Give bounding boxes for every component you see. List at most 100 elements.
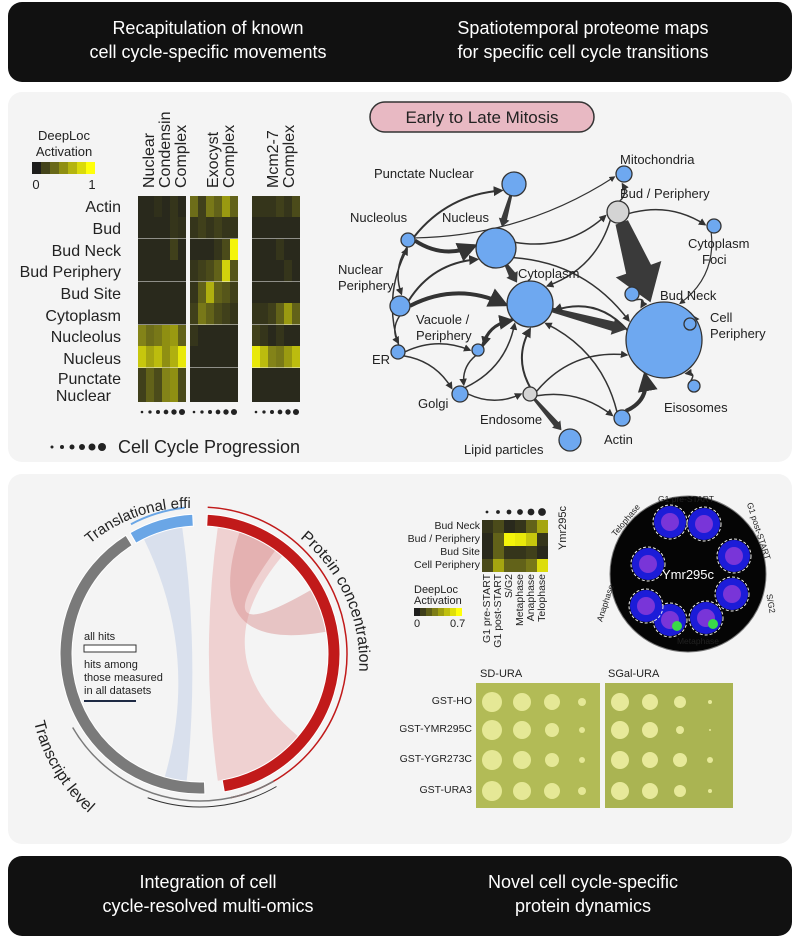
- legend-min: 0: [32, 177, 39, 192]
- row-label-nucleolus: Nucleolus: [51, 329, 121, 346]
- heatmap-cell: [230, 303, 238, 325]
- hm2-cell: [482, 546, 493, 559]
- hm2-col-label: Anaphase: [525, 574, 537, 621]
- heatmap-cell: [170, 196, 178, 218]
- ymr295c-heatmap: Bud Neck Bud / Periphery Bud Site Cell P…: [408, 505, 569, 647]
- heatmap-cell: [284, 325, 292, 347]
- heatmap-cell: [206, 282, 214, 304]
- legend-measured-1: hits among: [84, 659, 138, 671]
- progression-dot: [140, 410, 144, 414]
- phase-label: Metaphase: [677, 636, 719, 646]
- ribbon-protein-transcript: [208, 527, 299, 781]
- heatmap-cell: [214, 217, 222, 239]
- hm2-cell: [537, 520, 548, 533]
- heatmap-cell: [178, 260, 186, 282]
- hm2-cell: [482, 559, 493, 572]
- heatmap-cell: [154, 346, 162, 368]
- progression-legend-dot: [60, 445, 64, 449]
- progression-dot: [148, 410, 152, 414]
- node-label-er: ER: [372, 352, 390, 367]
- heatmap-cell: [276, 325, 284, 347]
- network-edges: [391, 176, 713, 431]
- node-label-cytoplasm-foci-2: Foci: [702, 252, 727, 267]
- heatmap-cell: [214, 368, 222, 402]
- row-label-nuclear: Nuclear: [56, 388, 112, 405]
- heatmap-cell: [178, 217, 186, 239]
- heatmap-cell: [214, 303, 222, 325]
- hm2-legend-swatch: [426, 608, 432, 616]
- network-edge: [392, 315, 401, 345]
- heatmap-cell: [214, 282, 222, 304]
- yeast-spot: [578, 698, 586, 706]
- progression-legend-dots: [50, 443, 106, 451]
- micrograph-center-label: Ymr295c: [662, 567, 715, 582]
- heatmap-cell: [276, 282, 284, 304]
- heatmap-cell: [198, 196, 206, 218]
- heatmap-cell: [214, 260, 222, 282]
- heatmap-cell: [284, 282, 292, 304]
- hm2-legend-title-1: DeepLoc: [414, 584, 459, 596]
- hm2-cell: [493, 559, 504, 572]
- hm2-cell: [526, 546, 537, 559]
- heatmap-cell: [146, 325, 154, 347]
- network-edge: [513, 256, 630, 322]
- hm2-cell: [493, 546, 504, 559]
- heatmap-cell: [252, 217, 260, 239]
- heatmap-cell: [190, 217, 198, 239]
- network-edge: [409, 288, 509, 308]
- heatmap-cell: [260, 282, 268, 304]
- heatmap-cell: [252, 196, 260, 218]
- node-label-bud-neck: Bud Neck: [660, 288, 717, 303]
- heatmap-cell: [138, 282, 146, 304]
- ribbon-te-transcript: [143, 527, 193, 782]
- heatmap-cell: [214, 346, 222, 368]
- hm2-legend-min: 0: [414, 618, 420, 630]
- heatmap-cell: [292, 346, 300, 368]
- yeast-spot: [513, 721, 531, 739]
- phase-label: Anaphase: [594, 583, 615, 623]
- heatmap-cell: [276, 196, 284, 218]
- heatmap-cell: [268, 217, 276, 239]
- heatmap-cell: [230, 260, 238, 282]
- cell-outline: [716, 538, 752, 574]
- heatmap-cell: [252, 303, 260, 325]
- hm2-row-bud-site: Bud Site: [440, 546, 480, 558]
- yeast-spot: [642, 752, 658, 768]
- heatmap-cell: [138, 196, 146, 218]
- hm2-legend-swatch: [432, 608, 438, 616]
- progression-dot: [156, 410, 160, 414]
- heatmap-cell: [178, 346, 186, 368]
- heatmap-cell: [292, 282, 300, 304]
- heatmap-cell: [214, 196, 222, 218]
- network-edge: [404, 343, 472, 353]
- heatmap-cell: [178, 368, 186, 402]
- network-edge: [459, 354, 477, 387]
- heatmap-cell: [198, 260, 206, 282]
- yeast-spot: [707, 757, 713, 763]
- heatmap-cell: [198, 282, 206, 304]
- hm2-cell: [526, 520, 537, 533]
- hm2-dot: [506, 509, 512, 515]
- heatmap-cell: [268, 260, 276, 282]
- network-node-lipid: [558, 428, 582, 452]
- yeast-spot: [611, 751, 629, 769]
- ribbon-protein-self: [230, 532, 327, 636]
- node-label-endosome: Endosome: [480, 412, 542, 427]
- hm2-cell: [515, 520, 526, 533]
- network-edge: [395, 246, 408, 296]
- hm2-legend-swatch: [414, 608, 420, 616]
- heatmap-cell: [276, 346, 284, 368]
- network-labels: Mitochondria Punctate Nuclear Bud / Peri…: [338, 152, 766, 457]
- yeast-spot: [544, 694, 560, 710]
- yeast-spot: [544, 783, 560, 799]
- heatmap-cell: [138, 368, 146, 402]
- plate-left-label: SD-URA: [480, 668, 523, 680]
- progression-dot: [208, 410, 212, 414]
- heatmap-cell: [222, 368, 230, 402]
- heatmap-cell: [206, 217, 214, 239]
- yeast-spot: [579, 757, 585, 763]
- heatmap-cell: [276, 368, 284, 402]
- heatmap-cell: [162, 325, 170, 347]
- heatmap-cell: [146, 303, 154, 325]
- hm2-dot: [517, 509, 523, 515]
